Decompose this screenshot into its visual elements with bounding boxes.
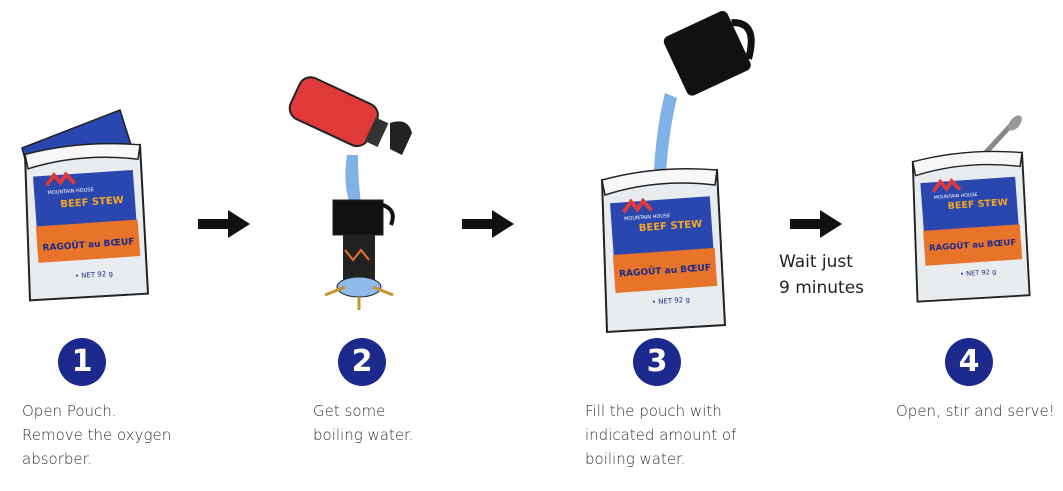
step-text-line: boiling water. [313, 426, 414, 444]
arrow-right-icon [462, 210, 514, 238]
step-text-line: Remove the oxygen [22, 426, 172, 444]
arrow-right-icon [198, 210, 250, 238]
pouch-brand-text: MOUNTAIN HOUSE [624, 213, 671, 222]
step-description: Fill the pouch with indicated amount of … [585, 399, 736, 471]
pouch-brand-text: MOUNTAIN HOUSE [47, 187, 94, 196]
pouch-label-text: BEEF STEW [60, 195, 124, 210]
pouch-net-weight-text: • NET 92 g [75, 270, 114, 281]
step-description: Open, stir and serve! [896, 399, 1055, 423]
wait-note-line: 9 minutes [779, 278, 865, 298]
step-text-line: boiling water. [585, 450, 686, 468]
step-number-badge: 2 [338, 338, 386, 386]
wait-note: Wait just 9 minutes [779, 249, 864, 301]
pouring-water-illustration: MOUNTAIN HOUSE BEEF STEW RAGOÛT au BŒUF … [600, 11, 755, 334]
pouch-label-text: BEEF STEW [947, 197, 1009, 212]
pouch-net-weight-text: • NET 92 g [652, 296, 691, 307]
step-number-badge: 4 [945, 338, 993, 386]
step-description: Get some boiling water. [313, 399, 414, 447]
step-text-line: Get some [313, 402, 386, 420]
pouch-brand-text: MOUNTAIN HOUSE [934, 192, 978, 201]
step-text-line: Fill the pouch with [585, 402, 722, 420]
step-text-line: absorber. [22, 450, 93, 468]
pouch-illustration-open: MOUNTAIN HOUSE BEEF STEW RAGOÛT au BŒUF … [21, 109, 150, 303]
arrow-right-icon [790, 210, 842, 238]
pouch-with-spoon-illustration: MOUNTAIN HOUSE BEEF STEW RAGOÛT au BŒUF … [910, 115, 1032, 304]
step-text-line: Open Pouch. [22, 402, 117, 420]
step-text-line: Open, stir and serve! [896, 402, 1055, 420]
step-description: Open Pouch. Remove the oxygen absorber. [22, 399, 171, 471]
pouch-label-text: BEEF STEW [638, 219, 702, 234]
wait-note-line: Wait just [779, 252, 853, 272]
pouch-net-weight-text: • NET 92 g [960, 268, 997, 278]
stove-and-bottle-illustration [288, 76, 412, 310]
step-text-line: indicated amount of [585, 426, 737, 444]
step-number-badge: 1 [58, 338, 106, 386]
step-number-badge: 3 [633, 338, 681, 386]
